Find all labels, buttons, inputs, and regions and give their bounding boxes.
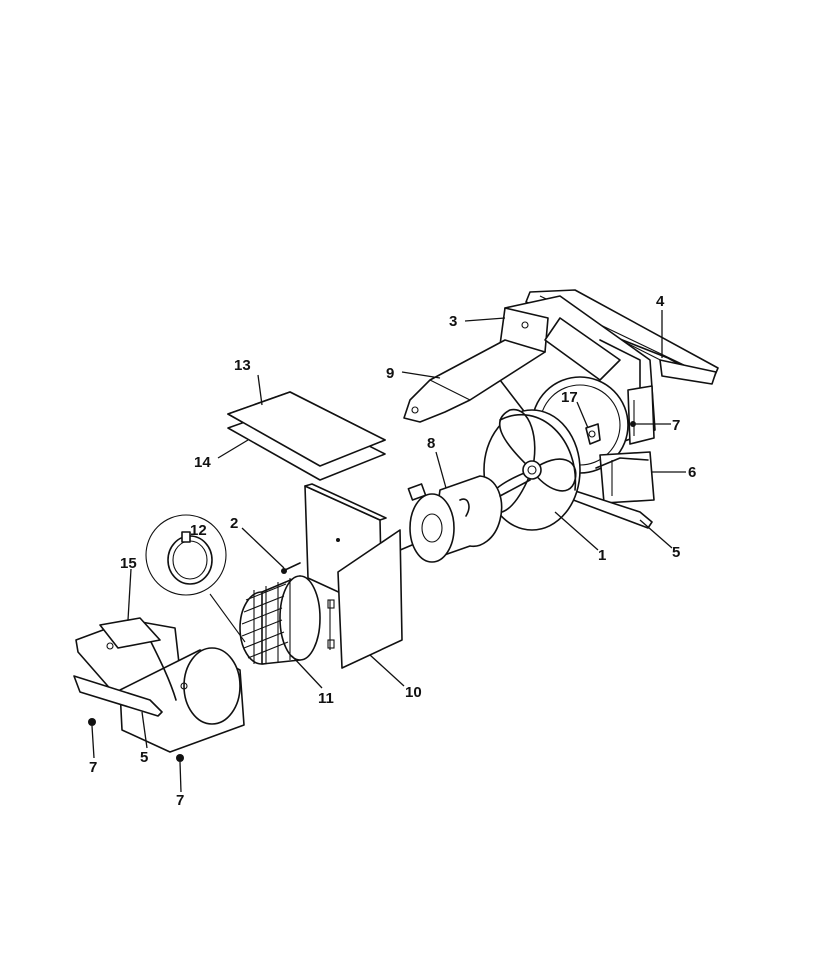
callout-12: 12: [190, 522, 207, 539]
part-15-scroll-housing: [75, 617, 245, 753]
callout-13: 13: [234, 357, 251, 374]
part-7-screw-left: [88, 718, 96, 726]
part-2-screw: [281, 562, 301, 574]
callout-3: 3: [449, 313, 457, 330]
part-5-strap-left: [73, 675, 163, 717]
part-12-clamp-ring: [145, 514, 246, 643]
callout-10: 10: [405, 684, 422, 701]
leader-lines: [91, 310, 686, 793]
callout-8: 8: [427, 435, 435, 452]
callout-2: 2: [230, 515, 238, 532]
callout-4: 4: [656, 293, 665, 310]
callout-14: 14: [194, 454, 211, 471]
callout-5-right: 5: [672, 544, 680, 561]
callout-15: 15: [120, 555, 137, 572]
callout-9: 9: [386, 365, 394, 382]
part-6-side-bracket: [595, 451, 655, 504]
callout-5-left: 5: [140, 749, 148, 766]
callout-11: 11: [318, 690, 334, 707]
part-11-blower-wheel: [239, 575, 321, 665]
part-10-panel: [304, 483, 403, 669]
part-17-clip: [585, 423, 601, 445]
callout-7-left: 7: [89, 759, 97, 776]
part-7-screw-bottom: [176, 754, 184, 762]
part-14-filter-gasket: [227, 391, 386, 481]
callout-6: 6: [688, 464, 696, 481]
callout-17: 17: [561, 389, 578, 406]
part-7-screw-right: [630, 421, 636, 427]
callout-7-bottom: 7: [176, 792, 184, 809]
callout-7-right: 7: [672, 417, 680, 434]
part-9-bracket: [403, 339, 546, 423]
callout-1: 1: [598, 547, 606, 564]
callout-labels: 3 4 9 13 14 8 17 7 6 1 5 2 12 15 11 10 7…: [89, 293, 696, 809]
part-8-motor: [385, 475, 531, 563]
